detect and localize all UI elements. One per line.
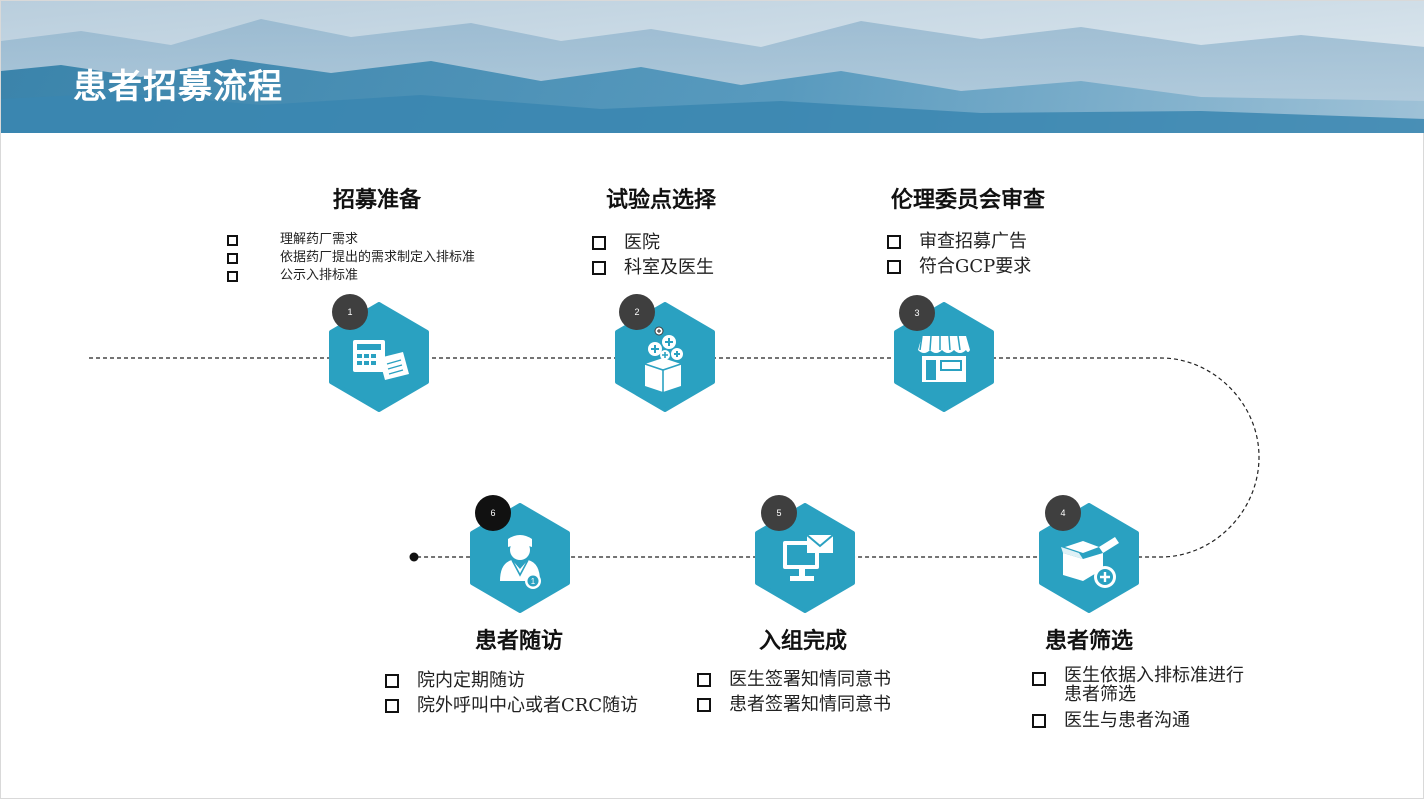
mountain-banner <box>1 1 1424 133</box>
step-1-bullets: 理解药厂需求 依据药厂提出的需求制定入排标准 公示入排标准 <box>227 231 475 285</box>
step-4-bullet-1: 医生依据入排标准进行患者筛选 <box>1032 666 1254 708</box>
checkbox-icon <box>887 235 901 249</box>
open-box-plus-icon <box>1061 537 1119 588</box>
svg-text:1: 1 <box>531 577 536 586</box>
box-plus-icon <box>644 326 683 392</box>
step-5-number-badge: 5 <box>761 495 797 531</box>
flow-end-dot <box>409 552 419 562</box>
hexagon-step-2 <box>615 302 715 412</box>
hexagon-step-6: 1 <box>470 503 570 613</box>
step-2-number-badge: 2 <box>619 294 655 330</box>
step-2-bullet-2: 科室及医生 <box>592 255 714 280</box>
checkbox-icon <box>227 235 238 246</box>
step-2-title: 试验点选择 <box>606 187 717 213</box>
checkbox-icon <box>697 698 711 712</box>
checkbox-icon <box>227 253 238 264</box>
step-6-number-badge: 6 <box>475 495 511 531</box>
step-3-title: 伦理委员会审查 <box>891 187 1046 213</box>
step-6-title: 患者随访 <box>475 628 564 654</box>
step-1-bullet-1: 理解药厂需求 <box>227 231 475 249</box>
checkbox-icon <box>385 674 399 688</box>
step-3-bullet-1: 审查招募广告 <box>887 229 1031 254</box>
checkbox-icon <box>385 699 399 713</box>
doctor-medal-icon: 1 <box>500 535 541 589</box>
step-5-bullet-2: 患者签署知情同意书 <box>697 692 891 717</box>
step-1-number-badge: 1 <box>332 294 368 330</box>
step-4-bullets: 医生依据入排标准进行患者筛选 医生与患者沟通 <box>1032 666 1254 733</box>
checkbox-icon <box>1032 714 1046 728</box>
hexagon-step-4 <box>1039 503 1139 613</box>
calculator-invoice-icon <box>353 340 409 380</box>
checkbox-icon <box>227 271 238 282</box>
step-4-title: 患者筛选 <box>1045 628 1134 654</box>
hexagon-step-1 <box>329 302 429 412</box>
checkbox-icon <box>697 673 711 687</box>
computer-mail-icon <box>783 534 834 581</box>
step-5-bullets: 医生签署知情同意书 患者签署知情同意书 <box>697 667 891 717</box>
slide-title: 患者招募流程 <box>73 67 283 107</box>
step-2-bullet-1: 医院 <box>592 230 714 255</box>
checkbox-icon <box>592 261 606 275</box>
step-6-bullets: 院内定期随访 院外呼叫中心或者CRC随访 <box>385 668 638 718</box>
storefront-icon <box>918 335 970 382</box>
step-2-bullets: 医院 科室及医生 <box>592 230 714 280</box>
step-6-bullet-1: 院内定期随访 <box>385 668 638 693</box>
hexagon-step-5 <box>755 503 855 613</box>
checkbox-icon <box>592 236 606 250</box>
step-5-title: 入组完成 <box>759 628 848 654</box>
step-3-number-badge: 3 <box>899 295 935 331</box>
step-5-bullet-1: 医生签署知情同意书 <box>697 667 891 692</box>
step-1-bullet-3: 公示入排标准 <box>227 267 475 285</box>
checkbox-icon <box>887 260 901 274</box>
step-6-bullet-2: 院外呼叫中心或者CRC随访 <box>385 693 638 718</box>
step-1-title: 招募准备 <box>333 187 422 213</box>
checkbox-icon <box>1032 672 1046 686</box>
step-4-bullet-2: 医生与患者沟通 <box>1032 708 1254 733</box>
step-1-bullet-2: 依据药厂提出的需求制定入排标准 <box>227 249 475 267</box>
step-4-number-badge: 4 <box>1045 495 1081 531</box>
step-3-bullets: 审查招募广告 符合GCP要求 <box>887 229 1031 279</box>
step-3-bullet-2: 符合GCP要求 <box>887 254 1031 279</box>
